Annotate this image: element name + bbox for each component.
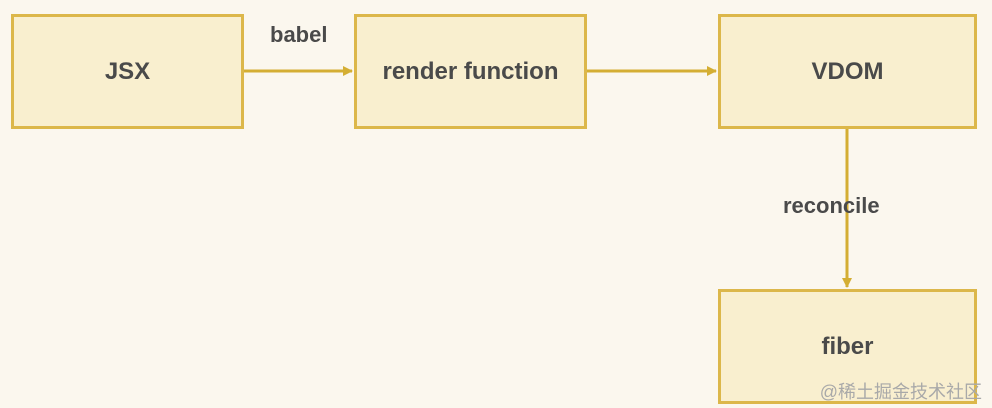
node-render-function-label: render function bbox=[382, 57, 559, 85]
node-render-function: render function bbox=[354, 14, 587, 129]
node-vdom-label: VDOM bbox=[811, 57, 884, 85]
edge-label-babel: babel bbox=[270, 22, 328, 47]
node-fiber: fiber bbox=[718, 289, 977, 404]
edge-label-reconcile: reconcile bbox=[783, 193, 880, 218]
node-jsx-label: JSX bbox=[104, 57, 151, 85]
node-vdom: VDOM bbox=[718, 14, 977, 129]
node-fiber-label: fiber bbox=[821, 332, 874, 360]
node-jsx: JSX bbox=[11, 14, 244, 129]
watermark: @稀土掘金技术社区 bbox=[819, 382, 982, 402]
